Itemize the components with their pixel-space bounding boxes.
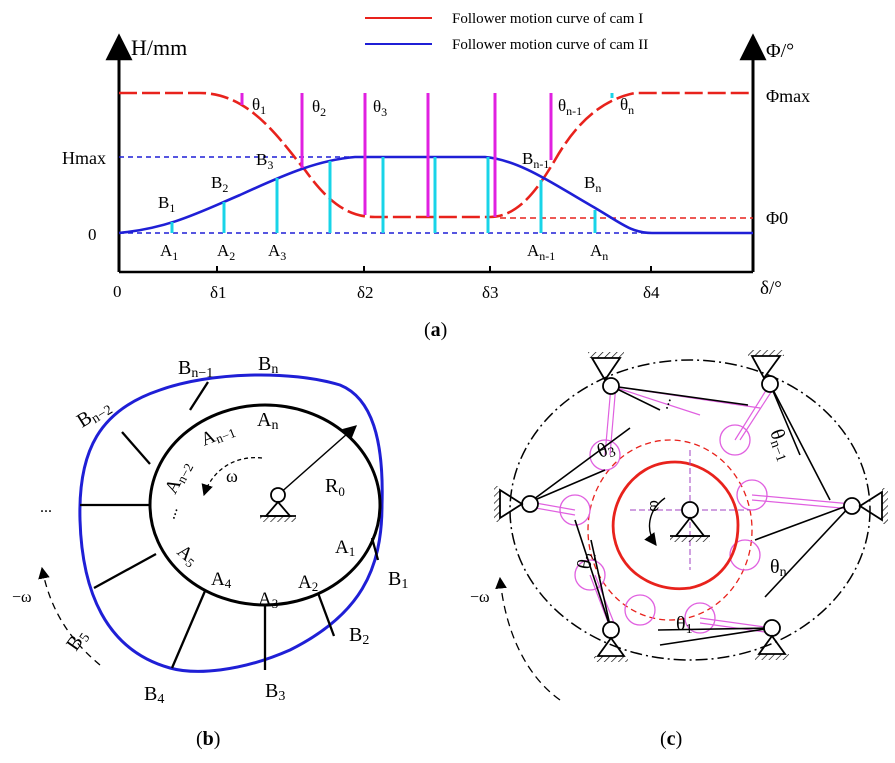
tick-zero: 0: [88, 225, 97, 244]
label-b-bn: Bn: [258, 353, 278, 377]
label-b-dots-inner: ...: [162, 505, 182, 522]
label-an: An: [590, 241, 608, 263]
label-b-an: An: [257, 409, 278, 433]
label-b-a4: A4: [211, 569, 232, 591]
cam-profile: [611, 460, 740, 591]
minus-omega-label-b: −ω: [12, 589, 32, 606]
y-left-label: H/mm: [131, 35, 187, 60]
cam2-curve: [118, 155, 753, 235]
label-b-dots: ...: [40, 499, 52, 516]
x-ticks: 0 δ1 δ2 δ3 δ4: [113, 266, 660, 302]
reference-lines: [529, 383, 853, 646]
minus-omega-arrow-b: [38, 566, 101, 666]
label-b2: B2: [211, 173, 228, 195]
radius-line: [277, 425, 358, 496]
label-b-b2: B2: [349, 624, 369, 648]
label-b-b1: B1: [388, 568, 408, 592]
outer-profile: [78, 373, 384, 673]
pitch-curve: [587, 439, 753, 621]
label-theta2: θ2: [312, 97, 326, 119]
label-thetan: θn: [620, 95, 634, 117]
label-a2: A2: [217, 241, 235, 263]
label-b-a5: A5: [172, 541, 202, 571]
x-tick-d4: δ4: [643, 283, 660, 302]
y-right-label: Φ/°: [766, 40, 794, 62]
panel-b: R0 ω −ω Bn−1 Bn Bn−2 B1 B2 B3 B4 B5 ... …: [12, 353, 408, 750]
omega-label-b: ω: [226, 466, 238, 486]
legend-cam2-label: Follower motion curve of cam II: [452, 37, 648, 53]
label-theta1: θ1: [252, 95, 266, 117]
panel-a: Follower motion curve of cam I Follower …: [62, 11, 810, 341]
pivot-c: [681, 501, 699, 519]
frame-ellipse: [509, 359, 871, 661]
label-c-dots: ...: [655, 394, 675, 411]
pivot-b: [270, 487, 286, 503]
label-b-b4: B4: [144, 683, 164, 707]
omega-label-c: ω: [646, 500, 666, 512]
x-tick-d1: δ1: [210, 283, 227, 302]
label-theta3: θ3: [373, 97, 387, 119]
tick-phi0: Φ0: [766, 208, 788, 228]
label-b-b3: B3: [265, 680, 285, 704]
legend: Follower motion curve of cam I Follower …: [365, 11, 648, 53]
tick-hmax: Hmax: [62, 148, 106, 168]
x-tick-d3: δ3: [482, 283, 499, 302]
label-b-a2: A2: [298, 572, 318, 594]
pivot-grounds: [494, 350, 888, 662]
minus-omega-arrow-c: [495, 576, 561, 701]
label-b-an-2: An−2: [161, 457, 196, 497]
radial-segments: [80, 381, 380, 670]
label-b-a1: A1: [335, 537, 355, 559]
caption-a: (a): [424, 319, 447, 341]
label-b-bn-2: Bn−2: [73, 395, 116, 434]
label-a3: A3: [268, 241, 286, 263]
label-c-thetan: θn: [770, 556, 787, 580]
tick-phimax: Φmax: [766, 86, 810, 106]
label-c-thetan-1: θn−1: [763, 426, 796, 464]
x-label: δ/°: [760, 278, 782, 299]
magenta-lines: [240, 93, 553, 217]
label-b1: B1: [158, 193, 175, 215]
label-b-a3: A3: [258, 589, 278, 611]
label-a1: A1: [160, 241, 178, 263]
caption-b: (b): [196, 728, 220, 750]
radius-label: R0: [325, 475, 345, 499]
rollers: [559, 424, 768, 634]
label-b-bn-1: Bn−1: [178, 357, 213, 381]
omega-arrow-c: [644, 497, 666, 547]
caption-c: (c): [660, 728, 682, 750]
legend-cam1-label: Follower motion curve of cam I: [452, 11, 643, 27]
omega-arrow-b: [201, 457, 263, 497]
label-bn: Bn: [584, 173, 601, 195]
cyan-lines: [170, 93, 614, 233]
label-thetan-1: θn-1: [558, 96, 582, 118]
label-b3: B3: [256, 150, 273, 172]
x-tick-d2: δ2: [357, 283, 374, 302]
cam1-curve: [119, 91, 753, 219]
label-b-an-1: An−1: [198, 418, 238, 451]
label-an-1: An-1: [527, 241, 555, 263]
x-tick-0: 0: [113, 282, 122, 301]
panel-c: ω −ω: [470, 350, 888, 750]
label-bn-1: Bn-1: [522, 149, 549, 171]
minus-omega-label-c: −ω: [470, 589, 490, 606]
